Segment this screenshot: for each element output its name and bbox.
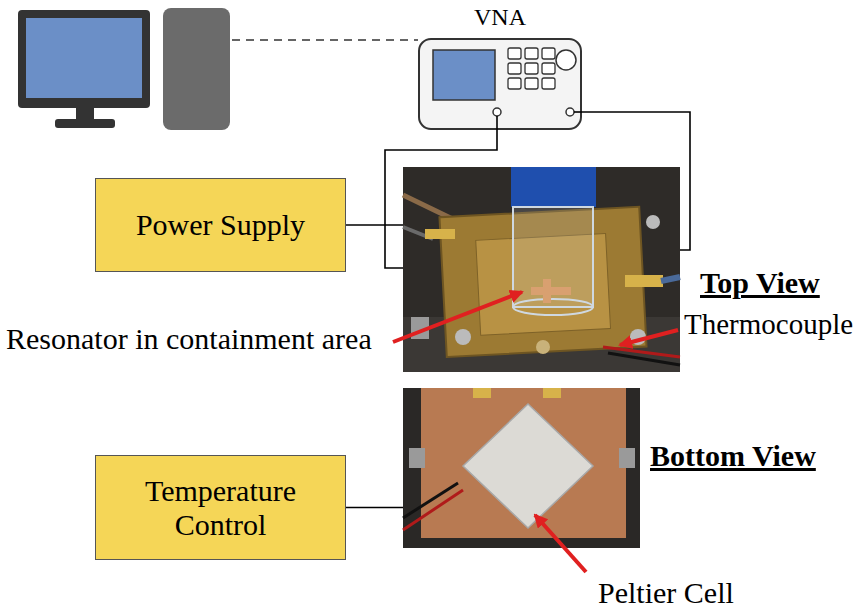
red-arrow xyxy=(620,330,678,345)
cable-connector xyxy=(346,224,403,226)
device-heading: VNA xyxy=(418,2,582,32)
box-label: Temperature Control xyxy=(121,474,321,542)
red-arrow xyxy=(535,515,586,572)
data-link-dashed xyxy=(232,39,418,41)
vna-device: VNA xyxy=(418,38,582,130)
callout-label: Resonator in containment area xyxy=(6,320,386,358)
view-heading: Top View xyxy=(700,265,820,301)
temperature-control-box: Temperature Control xyxy=(95,455,346,560)
view-heading: Bottom View xyxy=(650,438,816,474)
computer xyxy=(18,8,230,130)
top-view-photo-node: Top View xyxy=(403,167,680,372)
bottom-view-photo-node: Bottom View xyxy=(403,388,640,548)
red-arrow xyxy=(393,292,522,342)
callout-label: Peltier Cell xyxy=(598,574,734,612)
power-supply-box: Power Supply xyxy=(95,178,346,272)
vna-instrument xyxy=(418,38,582,130)
callout-label: Thermocouple xyxy=(684,305,853,343)
box-label: Power Supply xyxy=(136,208,305,242)
top-view-photo xyxy=(403,167,680,372)
bottom-view-photo xyxy=(403,388,640,548)
cable-connector xyxy=(346,507,403,509)
